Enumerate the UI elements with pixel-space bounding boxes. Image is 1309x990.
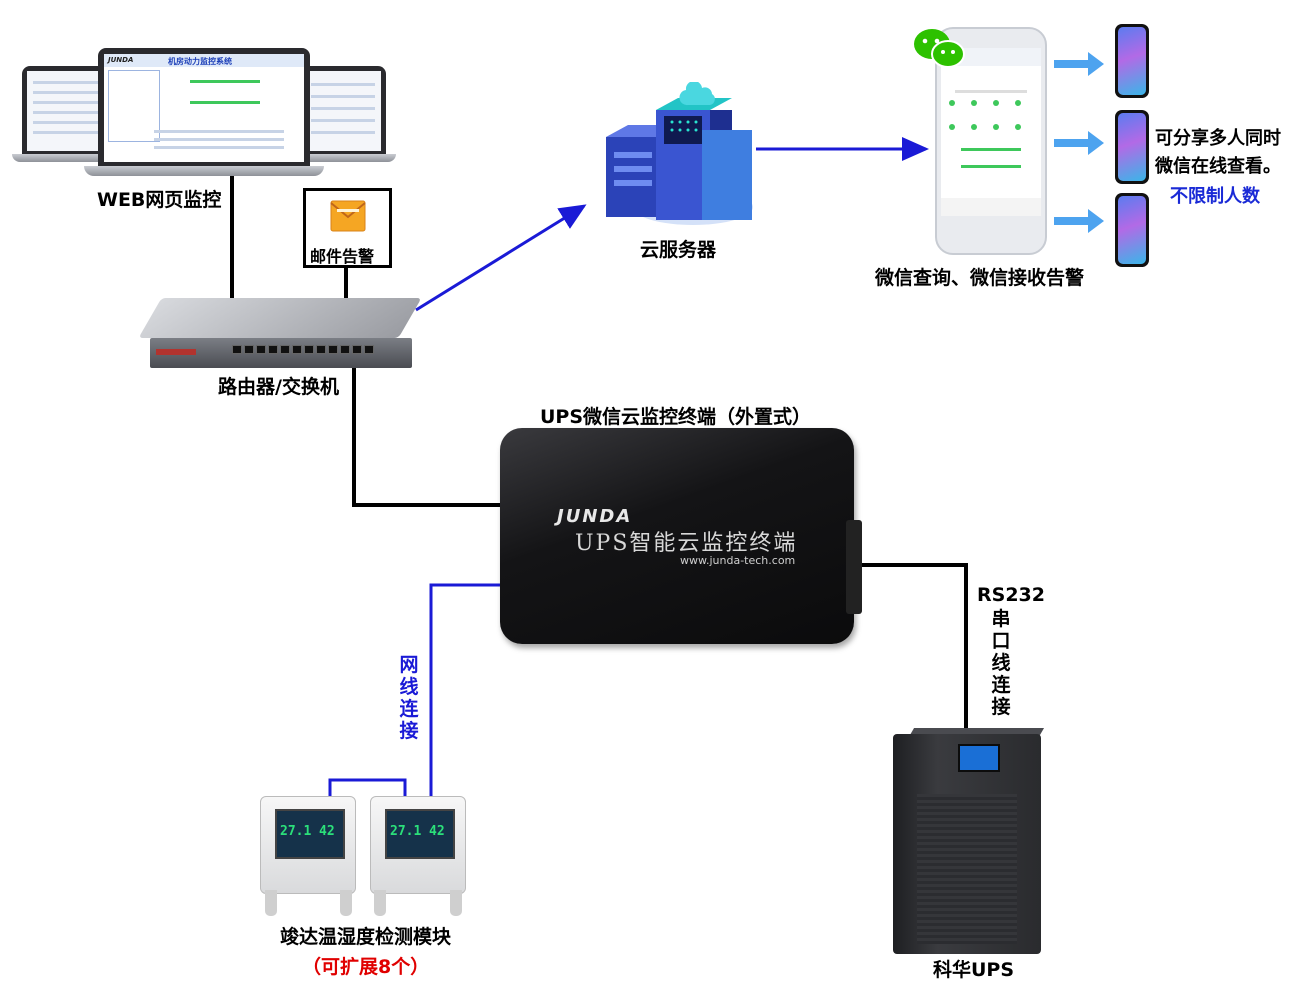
switch-port (340, 345, 350, 354)
switch-port (328, 345, 338, 354)
network-link-label: 网线连接 (399, 654, 419, 742)
phone-screen (941, 48, 1041, 216)
email-alarm-box: 邮件告警 (303, 188, 392, 268)
sensor-label: 竣达温湿度检测模块 (280, 926, 452, 948)
phone-icon-1 (1115, 24, 1149, 98)
switch-port (244, 345, 254, 354)
laptop-right-icon (300, 66, 386, 156)
switch-port (316, 345, 326, 354)
terminal-url: www.junda-tech.com (680, 554, 796, 567)
wechat-icon (914, 29, 965, 68)
share-label-2: 微信在线查看。 (1155, 156, 1281, 177)
switch-port (256, 345, 266, 354)
share-label-1: 可分享多人同时 (1155, 128, 1281, 149)
wire-terminal-sensor (429, 583, 503, 796)
switch-port (232, 345, 242, 354)
laptop-title: 机房动力监控系统 (168, 57, 232, 66)
arrows-share (1054, 52, 1104, 233)
status-dot (949, 100, 955, 106)
serial-link-label: 串口线连接 (991, 608, 1011, 718)
wire-sensor-sensor (328, 778, 407, 800)
sensor-expand-label: （可扩展8个） (302, 956, 430, 978)
phone-icon-2 (1115, 110, 1149, 184)
email-alarm-label: 邮件告警 (310, 247, 375, 266)
share-arrow-3 (1054, 209, 1104, 233)
status-dot (949, 124, 955, 130)
switch-port (364, 345, 374, 354)
mail-icon (330, 200, 366, 232)
rs232-label: RS232 (977, 584, 1045, 606)
terminal-brand: JUNDA (557, 506, 633, 527)
switch-port (292, 345, 302, 354)
switch-port (352, 345, 362, 354)
status-dot (993, 124, 999, 130)
switch-port (268, 345, 278, 354)
share-arrow-2 (1054, 131, 1104, 155)
phone-icon-3 (1115, 193, 1149, 267)
status-dot (971, 124, 977, 130)
status-dot (993, 100, 999, 106)
ups-display (958, 744, 1000, 772)
terminal-product: UPS智能云监控终端 (575, 531, 798, 556)
terminal-title: UPS微信云监控终端（外置式） (540, 406, 812, 428)
status-dot (1015, 124, 1021, 130)
unlimited-label: 不限制人数 (1170, 186, 1260, 207)
switch-port (304, 345, 314, 354)
status-dot (971, 100, 977, 106)
laptop-brand: JUNDA (108, 56, 134, 64)
wire-terminal-ups (862, 563, 968, 736)
wechat-label: 微信查询、微信接收告警 (875, 267, 1085, 289)
share-arrow-1 (1054, 52, 1104, 76)
arrow-switch-cloud (415, 204, 587, 312)
web-monitor-label: WEB网页监控 (97, 189, 222, 211)
router-label: 路由器/交换机 (218, 376, 339, 398)
status-dot (1015, 100, 1021, 106)
ups-label: 科华UPS (933, 959, 1015, 981)
rs232-port (846, 520, 862, 614)
terminal-device (500, 428, 854, 644)
wire-switch-terminal (352, 368, 503, 507)
switch-port (280, 345, 290, 354)
cloud-server-label: 云服务器 (640, 239, 717, 261)
laptop-main-icon: JUNDA 机房动力监控系统 (98, 48, 310, 168)
